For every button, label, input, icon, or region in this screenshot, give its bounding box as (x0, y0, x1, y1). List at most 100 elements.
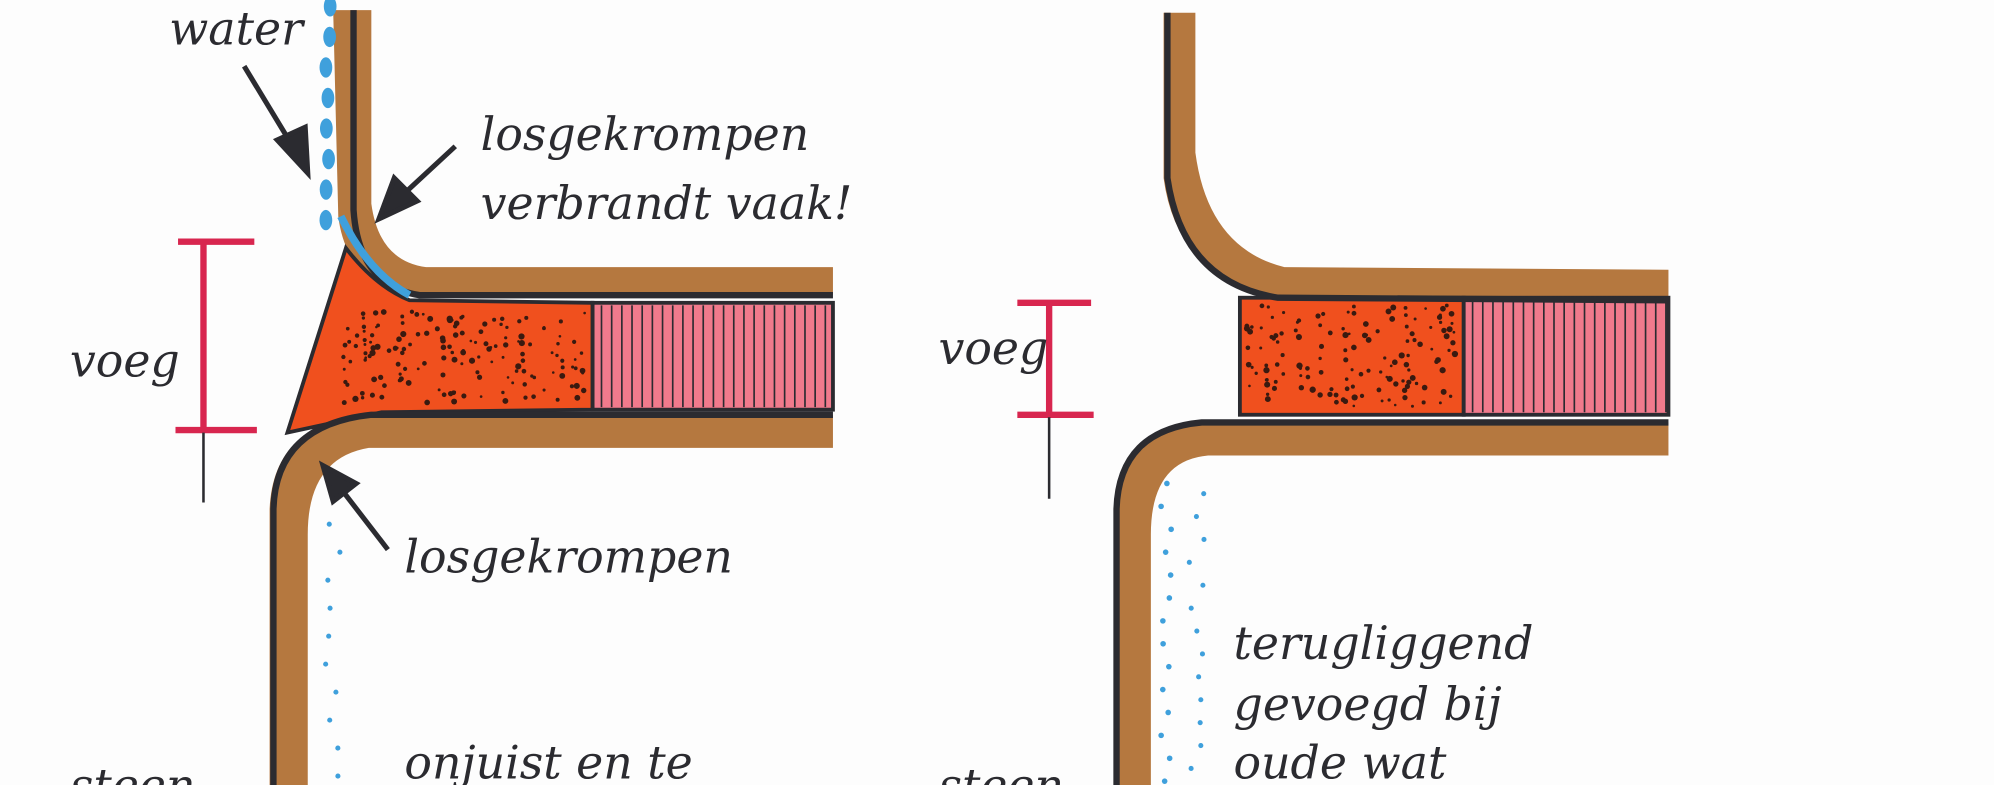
speckle (1430, 347, 1434, 351)
speckle (542, 388, 546, 392)
speckle (1421, 384, 1428, 391)
speckle (1438, 401, 1442, 405)
speckle (1351, 344, 1357, 351)
speckle (1410, 404, 1414, 408)
speckle (1403, 305, 1408, 310)
speckle (452, 332, 459, 338)
speckle (517, 340, 520, 343)
speckle (451, 398, 458, 405)
speckle (382, 383, 387, 389)
label-recessed-1: terugliggend (1234, 616, 1534, 670)
speckle (499, 322, 503, 327)
speckle (1350, 368, 1354, 372)
water-dot (1194, 628, 1200, 634)
speckle (398, 372, 402, 376)
speckle (347, 339, 352, 344)
speckle (416, 367, 420, 371)
water-dot (1188, 765, 1194, 772)
speckle (1412, 338, 1417, 343)
water-drop (319, 118, 333, 139)
water-dot (325, 577, 331, 583)
water-dot (333, 689, 339, 695)
speckle (372, 310, 379, 316)
water-dot (1201, 491, 1207, 497)
speckle (451, 356, 458, 363)
speckle (1321, 311, 1326, 317)
left-detail: water losgekrompen verbrandt vaak! voeg … (70, 0, 852, 785)
water-dot (1188, 605, 1194, 611)
speckle (405, 380, 412, 386)
speckle (440, 344, 447, 351)
speckle (1351, 310, 1357, 316)
right-detail: voeg terugliggend gevoegd bij oude wat s… (939, 12, 1671, 785)
speckle (374, 343, 381, 350)
speckle (1344, 377, 1349, 381)
speckle (581, 387, 587, 394)
water-dot (1158, 732, 1164, 739)
speckle (460, 362, 464, 366)
speckle (550, 351, 554, 355)
speckle (1379, 370, 1383, 374)
mortar-speckles (341, 309, 587, 406)
speckle (379, 394, 385, 400)
speckle (542, 326, 546, 331)
speckle (1366, 368, 1371, 373)
speckle (400, 321, 405, 325)
speckle (427, 315, 434, 322)
speckle (1435, 357, 1441, 363)
upper-brick-surface (1163, 12, 1669, 301)
water-dot (327, 717, 333, 723)
speckle (402, 366, 408, 371)
speckle (1440, 388, 1447, 395)
water-drop (323, 26, 336, 48)
speckle (555, 397, 560, 402)
speckle (1362, 321, 1369, 327)
speckle (1309, 386, 1316, 393)
speckle (1393, 381, 1399, 387)
speckle (468, 357, 476, 364)
speckle (1358, 371, 1364, 377)
speckle (422, 361, 427, 366)
speckle (514, 369, 519, 373)
speckle (1264, 363, 1269, 368)
speckle (1451, 350, 1459, 358)
water-dot (1168, 526, 1174, 533)
speckle (400, 350, 405, 356)
speckle (1387, 398, 1391, 402)
speckle (473, 340, 478, 344)
speckle (1259, 346, 1263, 350)
speckle (551, 371, 555, 374)
speckle (1280, 353, 1285, 358)
speckle (367, 354, 372, 359)
water-dot (1166, 663, 1172, 670)
speckle (515, 363, 522, 370)
speckle (345, 326, 350, 331)
speckle (376, 323, 381, 328)
speckle (1329, 387, 1334, 392)
speckle (1421, 400, 1426, 405)
speckle (499, 316, 505, 322)
speckle (1273, 379, 1278, 384)
water-dot (1166, 755, 1173, 762)
speckle (1351, 304, 1356, 309)
speckle (478, 329, 484, 335)
speckle (502, 398, 509, 404)
speckle (1404, 324, 1409, 329)
speckle (501, 390, 505, 395)
speckle (476, 374, 483, 380)
speckle (359, 390, 365, 396)
speckle (450, 350, 455, 355)
water-dot (1193, 514, 1199, 520)
speckle (1405, 339, 1410, 343)
speckle (1450, 340, 1456, 346)
speckle (1444, 303, 1449, 308)
water-dot (1164, 480, 1170, 487)
label-incorrect: onjuist en te (404, 736, 692, 785)
water-dot (1158, 503, 1164, 510)
speckle (1429, 325, 1433, 329)
speckle (395, 346, 399, 350)
speckle (1275, 340, 1280, 344)
speckle (1409, 331, 1415, 337)
speckle (400, 314, 405, 319)
